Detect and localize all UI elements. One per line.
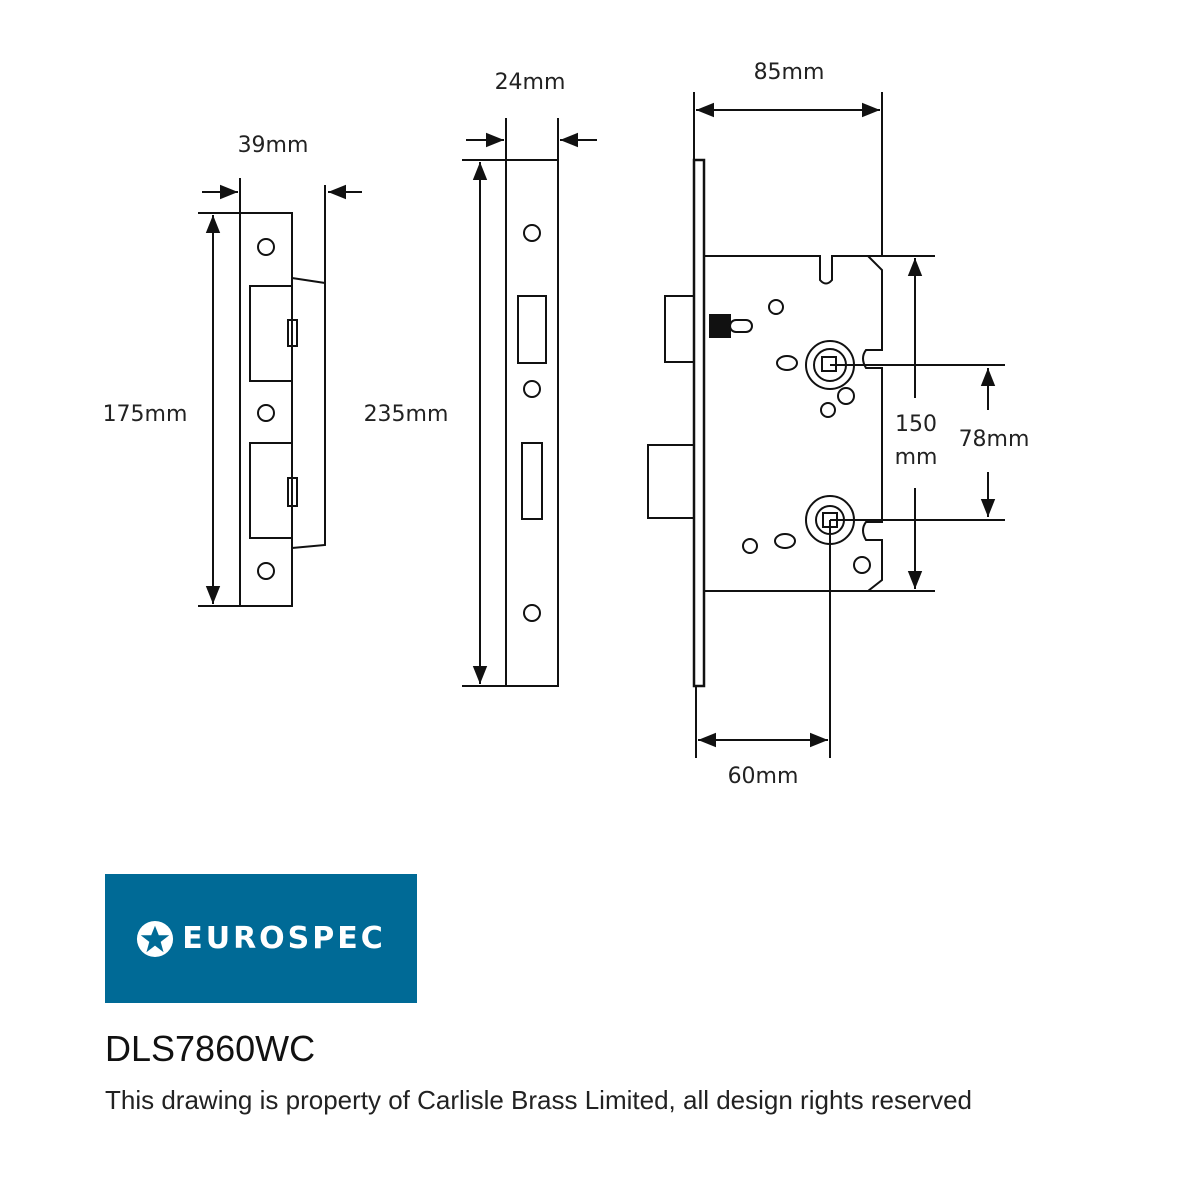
backset-label: 60mm xyxy=(728,764,799,789)
strike-plate xyxy=(239,212,326,607)
product-code: DLS7860WC xyxy=(105,1028,316,1069)
eurospec-logo: EUROSPEC xyxy=(105,874,417,1003)
strike-dimension-lines xyxy=(198,178,362,607)
case-height-unit: mm xyxy=(895,445,938,470)
star-circle-icon xyxy=(137,920,174,957)
forend-dimension-lines xyxy=(462,118,597,687)
forend-plate xyxy=(505,159,559,687)
centres-label: 78mm xyxy=(959,427,1030,452)
strike-height-label: 175mm xyxy=(103,402,188,427)
case-height-value: 150 xyxy=(895,412,937,437)
logo-text: EUROSPEC xyxy=(182,921,386,956)
copyright-note: This drawing is property of Carlisle Bra… xyxy=(105,1085,973,1115)
total-depth-label: 85mm xyxy=(754,60,825,85)
body-dimension-lines xyxy=(693,92,1005,758)
strike-width-label: 39mm xyxy=(238,133,309,158)
lock-body xyxy=(647,158,935,688)
forend-width-label: 24mm xyxy=(495,70,566,95)
lock-technical-drawing: 39mm 175mm 24mm 235mm 85mm 150 mm 78mm 6… xyxy=(103,60,1030,789)
forend-height-label: 235mm xyxy=(364,402,449,427)
